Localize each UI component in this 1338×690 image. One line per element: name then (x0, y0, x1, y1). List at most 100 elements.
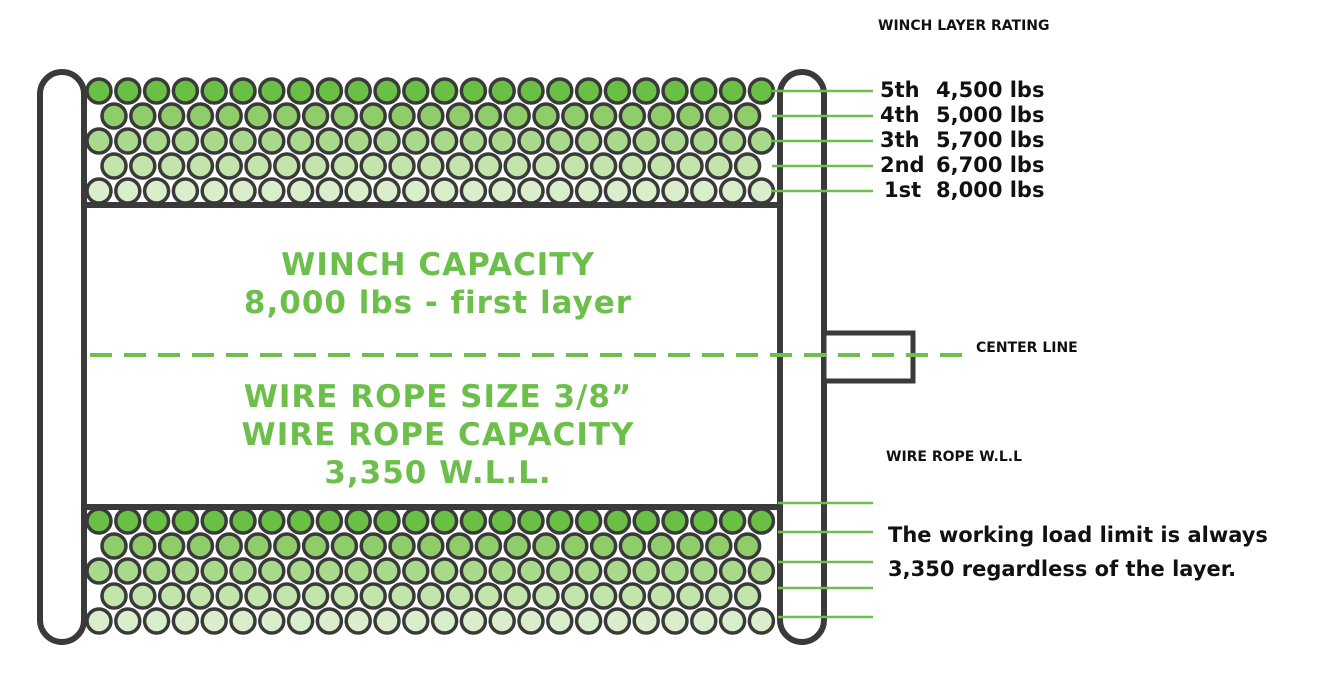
rope-wrap-circle (402, 507, 430, 535)
rope-wrap-circle (373, 177, 401, 205)
rope-wrap-circle (517, 127, 545, 155)
rope-wrap-circle (129, 582, 157, 610)
rope-wrap-circle (273, 582, 301, 610)
layer-value: 5,700 lbs (936, 128, 1045, 152)
rope-wrap-circle (129, 152, 157, 180)
rope-wrap-circle (171, 127, 200, 155)
rope-wrap-circle (474, 582, 503, 610)
rope-capacity-label: WIRE ROPE CAPACITY (241, 417, 635, 453)
rope-wrap-circle (718, 607, 747, 635)
rope-wrap-circle (258, 507, 286, 535)
rope-wrap-circle (647, 152, 675, 180)
rope-wrap-circle (690, 607, 718, 635)
rope-wrap-circle (215, 102, 243, 130)
rope-wrap-circle (200, 507, 228, 535)
rope-wrap-circle (85, 507, 113, 535)
rope-wrap-circle (488, 77, 516, 105)
rope-wrap-circle (100, 102, 128, 130)
layer-label: 3th (880, 128, 920, 152)
rope-wrap-circle (618, 532, 647, 560)
rope-wrap-circle (503, 102, 531, 130)
rope-wrap-circle (517, 177, 545, 205)
shaft (821, 330, 916, 384)
rope-wrap-circle (200, 177, 228, 205)
rope-wrap-circle (589, 532, 618, 560)
rope-wrap-circle (647, 532, 675, 560)
rope-wrap-circle (430, 77, 459, 105)
rope-wrap-circle (561, 152, 589, 180)
rope-wrap-circle (488, 177, 516, 205)
rope-wrap-circle (171, 507, 200, 535)
rope-wrap-circle (574, 77, 603, 105)
rope-wrap-circle (632, 127, 660, 155)
rope-wrap-circle (459, 127, 488, 155)
rope-wrap-circle (705, 102, 733, 130)
rope-wrap-circle (402, 557, 430, 585)
rope-wrap-circle (532, 102, 560, 130)
rope-wrap-circle (229, 127, 257, 155)
rope-wrap-circle (747, 77, 776, 105)
rope-wrap-circle (705, 152, 733, 180)
rope-wrap-circle (459, 607, 488, 635)
wll-note-line2: 3,350 regardless of the layer. (888, 557, 1237, 581)
rope-wrap-circle (430, 557, 459, 585)
rope-wrap-circle (705, 532, 733, 560)
rope-wrap-circle (618, 102, 647, 130)
layer-value: 6,700 lbs (936, 153, 1045, 177)
rope-size: WIRE ROPE SIZE 3/8” (243, 379, 633, 415)
rope-wrap-circle (388, 532, 416, 560)
rope-wrap-circle (114, 557, 142, 585)
rope-wrap-circle (114, 507, 142, 535)
rope-wrap-circle (330, 152, 359, 180)
layer-label: 2nd (880, 153, 925, 177)
rope-wrap-circle (517, 607, 545, 635)
rope-wrap-circle (330, 532, 359, 560)
winch-capacity-sub: 8,000 lbs - first layer (243, 285, 633, 321)
rope-wrap-circle (315, 607, 344, 635)
winch-capacity-heading: WINCH CAPACITY (281, 247, 595, 283)
rope-wrap-circle (85, 177, 113, 205)
rope-wrap-circle (402, 177, 430, 205)
rope-wrap-circle (546, 557, 574, 585)
rope-wrap-circle (315, 127, 344, 155)
rope-wrap-circle (574, 607, 603, 635)
rope-wrap-circle (129, 532, 157, 560)
rope-wrap-circle (258, 127, 286, 155)
rope-wrap-circle (142, 177, 171, 205)
rope-wrap-circle (589, 582, 618, 610)
rope-wrap-circle (503, 532, 531, 560)
rope-wrap-circle (574, 127, 603, 155)
rope-wrap-circle (286, 127, 315, 155)
rope-wrap-circle (286, 77, 315, 105)
rope-wrap-circle (344, 77, 372, 105)
layer-label: 4th (880, 103, 920, 127)
rope-wrap-circle (417, 582, 445, 610)
rope-wrap-circle (589, 102, 618, 130)
rope-wrap-circle (129, 102, 157, 130)
rope-wrap-circle (718, 507, 747, 535)
rope-wrap-circle (561, 532, 589, 560)
rope-wrap-circle (718, 127, 747, 155)
rope-wrap-circle (733, 532, 762, 560)
rope-wrap-circle (603, 77, 632, 105)
rope-wrap-circle (661, 177, 689, 205)
rope-wrap-circle (603, 127, 632, 155)
rope-wrap-circle (186, 152, 215, 180)
rope-wrap-circle (546, 507, 574, 535)
rope-wrap-circle (171, 557, 200, 585)
rope-wrap-circle (229, 607, 257, 635)
rope-wrap-circle (661, 607, 689, 635)
rope-wrap-circle (215, 532, 243, 560)
layer-value: 5,000 lbs (936, 103, 1045, 127)
layer-row: 2nd 6,700 lbs (880, 153, 1044, 178)
rope-wrap-circle (661, 127, 689, 155)
rope-wrap-circle (258, 557, 286, 585)
rope-wrap-circle (315, 177, 344, 205)
rope-wrap-circle (114, 77, 142, 105)
rope-wrap-circle (474, 532, 503, 560)
rope-wrap-circle (532, 532, 560, 560)
rope-wrap-circle (718, 177, 747, 205)
